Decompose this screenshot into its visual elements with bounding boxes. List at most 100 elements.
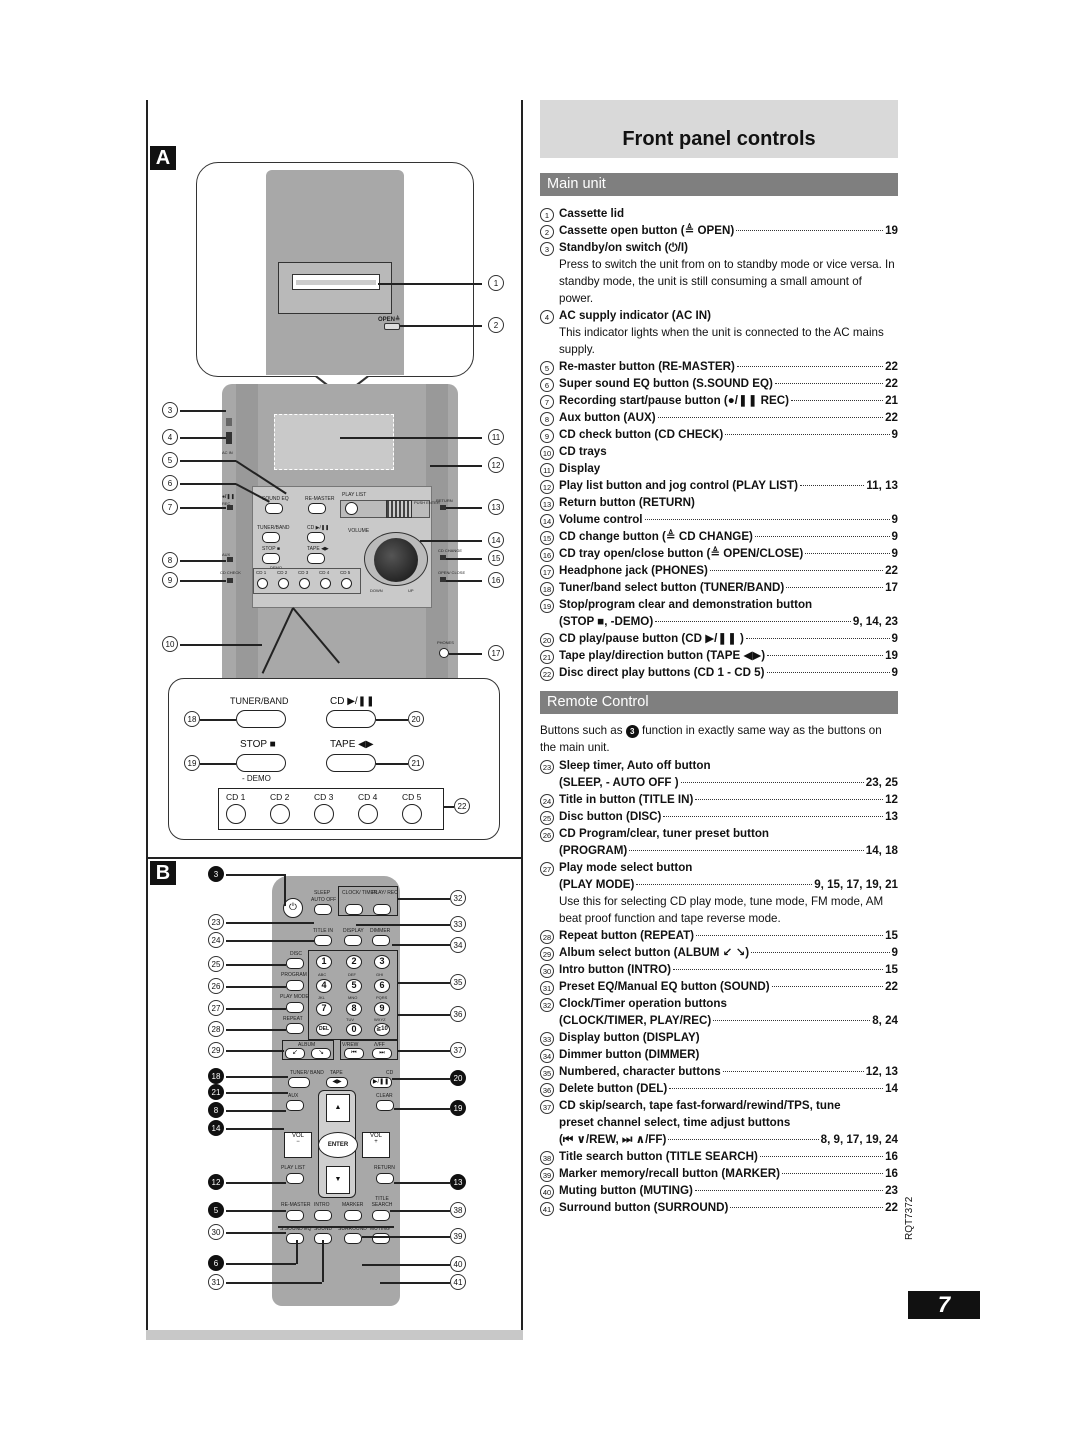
rline-31	[226, 1282, 322, 1284]
remote-title-in-button[interactable]	[314, 935, 332, 946]
remote-sound-eq-button[interactable]	[286, 1233, 304, 1244]
remote-marker-button[interactable]	[344, 1210, 362, 1221]
panel-cd2-button[interactable]	[278, 578, 289, 589]
item-label: (CLOCK/TIMER, PLAY/REC)	[559, 1014, 712, 1027]
remote-display-button[interactable]	[344, 935, 362, 946]
album-down-button[interactable]: ↙	[285, 1048, 305, 1059]
album-up-button[interactable]: ↘	[311, 1048, 331, 1059]
remote-power-button[interactable]: ⏻	[283, 898, 303, 918]
num-5-button[interactable]: 5	[346, 979, 362, 993]
item-description: Press to switch the unit from on to stan…	[559, 258, 895, 305]
open-close-button[interactable]	[440, 577, 446, 582]
num-sub-jkl: JKL	[318, 995, 325, 1000]
panel-cd1-button[interactable]	[257, 578, 268, 589]
enter-button[interactable]: ENTER	[318, 1132, 358, 1158]
jog-control[interactable]	[386, 500, 412, 518]
zoom-cd4-button[interactable]	[358, 804, 378, 824]
zoom-cd3-button[interactable]	[314, 804, 334, 824]
dpad-down-button[interactable]: ▼	[326, 1166, 350, 1194]
num-0-button[interactable]: 0	[346, 1023, 362, 1036]
remote-intro-a: Buttons such as	[540, 724, 623, 737]
vol-minus-button[interactable]: VOL−	[284, 1132, 312, 1158]
standby-switch[interactable]	[226, 432, 232, 444]
panel-cd-play-button[interactable]	[307, 532, 325, 543]
panel-cd-buttons-box	[253, 568, 361, 594]
num-sub-tuv: TUV	[346, 1017, 354, 1022]
rline-21	[226, 1092, 288, 1094]
remote-program-button[interactable]	[286, 980, 304, 991]
num-1-button[interactable]: 1	[316, 955, 332, 969]
panel-sound-eq-button[interactable]	[265, 503, 283, 514]
remote-clear-button[interactable]	[376, 1100, 394, 1111]
num-8-button[interactable]: 8	[346, 1002, 362, 1016]
panel-cd4-button[interactable]	[320, 578, 331, 589]
rec-button[interactable]	[227, 505, 233, 510]
leader-dots	[725, 434, 890, 435]
remote-sleep-button[interactable]	[314, 904, 332, 915]
remote-play-list-button[interactable]	[286, 1173, 304, 1184]
remote-repeat-button[interactable]	[286, 1023, 304, 1034]
play-list-button[interactable]	[345, 502, 358, 515]
skip-ff-button[interactable]: ⏭	[372, 1048, 392, 1059]
phones-jack[interactable]	[439, 648, 449, 658]
remote-cd-button[interactable]: ▶/❚❚	[370, 1077, 392, 1088]
vol-plus-button[interactable]: VOL+	[362, 1132, 390, 1158]
remote-disc-button[interactable]	[286, 958, 304, 969]
leader-dots	[736, 366, 884, 367]
remote-intro-button[interactable]	[314, 1210, 332, 1221]
remote-play-rec-button[interactable]	[373, 904, 391, 915]
item-page-ref: 22	[885, 360, 898, 373]
num-6-button[interactable]: 6	[374, 979, 390, 993]
panel-stop-button[interactable]	[262, 553, 280, 564]
cd-check-button[interactable]	[227, 578, 233, 583]
item-label: Tape play/direction button (TAPE ◀▶)	[559, 649, 766, 662]
num-4-button[interactable]: 4	[316, 979, 332, 993]
dpad-up-button[interactable]: ▲	[326, 1094, 350, 1122]
aux-button[interactable]	[227, 557, 233, 562]
panel-re-master-button[interactable]	[308, 503, 326, 514]
section-label-a: A	[150, 146, 176, 170]
zoom-stop-button[interactable]	[236, 754, 286, 772]
callout-line-14	[420, 540, 482, 542]
zoom-cd2-button[interactable]	[270, 804, 290, 824]
remote-dimmer-button[interactable]	[372, 935, 390, 946]
num-2-button[interactable]: 2	[346, 955, 362, 969]
panel-cd5-button[interactable]	[341, 578, 352, 589]
remote-tuner-button[interactable]	[288, 1077, 310, 1088]
del-button[interactable]: DEL	[316, 1023, 332, 1036]
return-button[interactable]	[440, 505, 446, 510]
remote-re-master-button[interactable]	[286, 1210, 304, 1221]
num-3-button[interactable]: 3	[374, 955, 390, 969]
panel-tape-button[interactable]	[307, 553, 325, 564]
zoom-tuner-band-button[interactable]	[236, 710, 286, 728]
zoom-cd1-button[interactable]	[226, 804, 246, 824]
num-10-button[interactable]: ≧10	[374, 1023, 390, 1036]
remote-play-mode-button[interactable]	[286, 1002, 304, 1013]
item-number-badge: 26	[540, 828, 554, 842]
remote-aux-button[interactable]	[286, 1100, 304, 1111]
panel-cd4-label: CD 4	[319, 570, 330, 575]
remote-return-button[interactable]	[376, 1173, 394, 1184]
skip-rew-button[interactable]: ⏮	[344, 1048, 364, 1059]
remote-surround-button[interactable]	[344, 1233, 362, 1244]
volume-knob[interactable]	[374, 538, 418, 582]
num-9-button[interactable]: 9	[374, 1002, 390, 1016]
panel-cd3-button[interactable]	[299, 578, 310, 589]
cassette-open-button[interactable]	[384, 323, 400, 330]
zoom-tape-button[interactable]	[326, 754, 376, 772]
zoom-cd5-button[interactable]	[402, 804, 422, 824]
num-7-button[interactable]: 7	[316, 1002, 332, 1016]
zoom-cd-play-button[interactable]	[326, 710, 376, 728]
item-number-badge: 40	[540, 1185, 554, 1199]
panel-tuner-band-button[interactable]	[262, 532, 280, 543]
remote-clock-timer-button[interactable]	[345, 904, 363, 915]
remote-tape-button[interactable]: ◀▶	[326, 1077, 348, 1088]
cassette-slot-inner	[296, 280, 376, 285]
zoom-line-22	[444, 806, 454, 808]
remote-title-search-button[interactable]	[372, 1210, 390, 1221]
cd-change-button[interactable]	[440, 555, 446, 560]
item-number-badge: 1	[540, 208, 554, 222]
remote-muting-button[interactable]	[372, 1233, 390, 1244]
